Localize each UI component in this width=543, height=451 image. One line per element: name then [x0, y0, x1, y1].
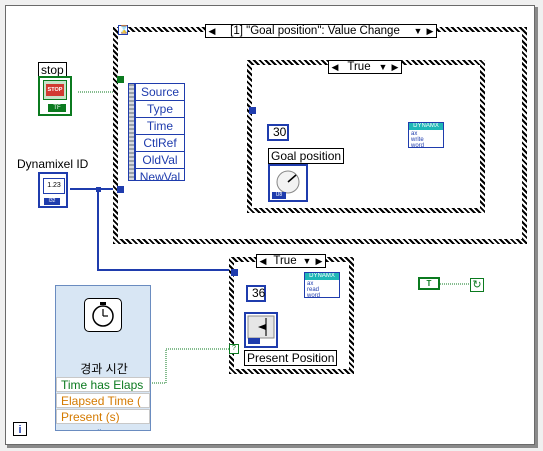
true-constant[interactable]: T: [418, 277, 440, 290]
event-node-type[interactable]: Type: [136, 101, 184, 118]
event-prev-arrow[interactable]: ◀: [208, 26, 216, 36]
write-subvi-line-2: write: [411, 137, 424, 143]
event-dropdown-icon[interactable]: ▼: [413, 26, 423, 36]
event-data-node[interactable]: Source Type Time CtlRef OldVal NewVal: [135, 83, 185, 184]
case-bottom-selector-terminal[interactable]: ?: [229, 344, 239, 354]
case-top-selector-text: True: [347, 61, 371, 73]
dynamixel-id-label: Dynamixel ID: [17, 157, 89, 171]
loop-tunnel-stop: [117, 76, 124, 83]
case-bottom-selector-text: True: [273, 255, 297, 267]
wire-junction: [96, 187, 101, 192]
wire-timer-to-bottom-case: [152, 348, 230, 384]
output-time-has-elapsed[interactable]: Time has Elaps: [56, 377, 150, 392]
read-subvi-line-3: word: [307, 293, 321, 298]
case-selector-top[interactable]: ◀ True ▼ ▶: [328, 60, 402, 74]
hourglass-icon: ⌛: [118, 25, 129, 35]
output-present[interactable]: Present (s): [56, 409, 150, 424]
write-subvi-line-1: ax: [411, 131, 418, 137]
window-shadow-bottom: [7, 445, 538, 448]
read-subvi-header: DYNAMX: [305, 273, 339, 280]
info-icon[interactable]: i: [13, 422, 27, 436]
case-top-prev-arrow[interactable]: ◀: [331, 62, 339, 72]
stopwatch-icon: [84, 298, 122, 332]
window-shadow-right: [535, 7, 538, 447]
event-node-ctlref[interactable]: CtlRef: [136, 135, 184, 152]
case-top-next-arrow[interactable]: ▶: [391, 62, 399, 72]
write-subvi-header: DYNAMX: [409, 123, 443, 130]
constant-36[interactable]: 36: [246, 285, 266, 302]
elapsed-time-express-vi[interactable]: 경과 시간 Time has Elaps Elapsed Time ( Pres…: [55, 285, 151, 433]
event-node-oldval[interactable]: OldVal: [136, 152, 184, 169]
dynamixel-write-subvi[interactable]: DYNAMX ax write word: [408, 122, 444, 148]
numeric-value: 1.23: [43, 178, 65, 194]
dynamixel-read-subvi[interactable]: DYNAMX ax read word: [304, 272, 340, 298]
expand-chevron-icon[interactable]: ⌄: [96, 424, 103, 433]
case-bottom-tunnel: [231, 269, 238, 276]
write-subvi-line-3: word: [411, 143, 425, 148]
event-node-source[interactable]: Source: [136, 84, 184, 101]
dynamixel-id-terminal[interactable]: 1.23 I32: [38, 172, 68, 208]
wire-id-to-bottom-case: [97, 189, 231, 271]
stop-button-icon[interactable]: STOP: [43, 80, 67, 100]
case-selector-bottom[interactable]: ◀ True ▼ ▶: [256, 254, 326, 268]
numeric-tag: I32: [44, 198, 60, 205]
loop-condition-icon[interactable]: ↻: [470, 278, 484, 292]
event-data-node-handle[interactable]: [128, 83, 135, 181]
knob-tag: U8: [275, 192, 283, 198]
event-next-arrow[interactable]: ▶: [426, 26, 434, 36]
event-node-newval[interactable]: NewVal: [139, 170, 181, 184]
case-top-tunnel: [249, 107, 256, 114]
express-vi-title: 경과 시간: [80, 362, 128, 376]
event-node-time[interactable]: Time: [136, 118, 184, 135]
read-subvi-line-2: read: [307, 287, 320, 293]
present-position-terminal[interactable]: [244, 312, 278, 348]
stop-terminal-tag: TF: [48, 104, 66, 112]
output-elapsed-time[interactable]: Elapsed Time (: [56, 393, 150, 408]
knob-icon: [272, 170, 300, 199]
slide-indicator-icon: [247, 315, 275, 344]
event-selector-text: [1] "Goal position": Value Change: [230, 25, 400, 37]
case-bottom-dropdown-icon[interactable]: ▼: [302, 256, 312, 266]
case-top-dropdown-icon[interactable]: ▼: [378, 62, 388, 72]
stop-button-face: STOP: [46, 84, 64, 96]
goal-position-label: Goal position: [268, 148, 345, 164]
constant-30[interactable]: 30: [267, 124, 289, 141]
goal-position-terminal[interactable]: U8: [268, 164, 308, 202]
case-bottom-prev-arrow[interactable]: ◀: [259, 256, 267, 266]
case-bottom-next-arrow[interactable]: ▶: [315, 256, 323, 266]
loop-tunnel-id: [117, 186, 124, 193]
read-subvi-line-1: ax: [307, 281, 314, 287]
present-position-label: Present Position: [244, 350, 338, 366]
event-selector[interactable]: ◀ [1] "Goal position": Value Change ▼ ▶: [205, 24, 437, 38]
